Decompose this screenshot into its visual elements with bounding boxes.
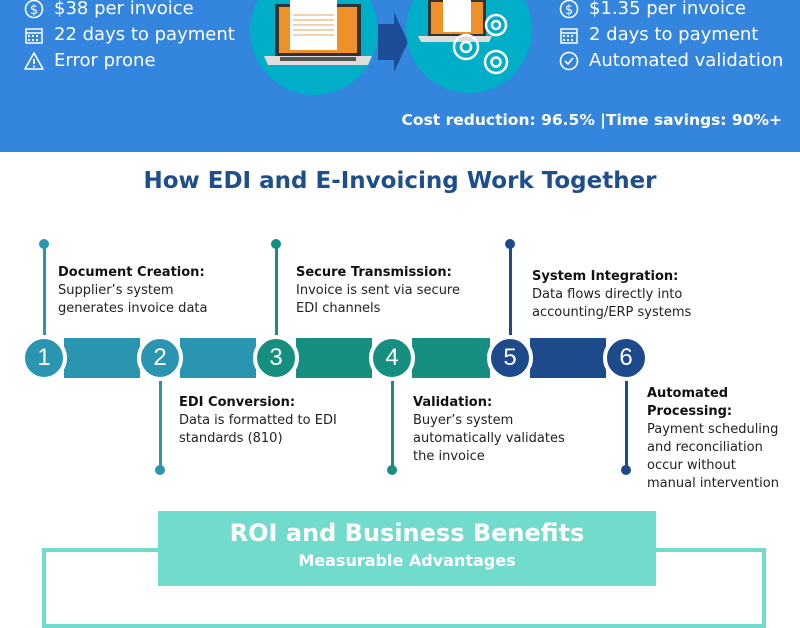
step-number-5: 5 (487, 335, 533, 381)
before-stat-days: 22 days to payment (24, 24, 235, 45)
step-number-4: 4 (369, 335, 415, 381)
after-stat-validation: Automated validation (559, 50, 783, 71)
step-number-1: 1 (21, 335, 67, 381)
before-stat-errors: Error prone (24, 50, 156, 71)
step-text: Data is formatted to EDI standards (810) (179, 413, 337, 446)
timeline-segment (530, 338, 606, 378)
timeline-segment (64, 338, 140, 378)
step-description: Secure Transmission: Invoice is sent via … (296, 264, 466, 318)
warning-icon (24, 51, 44, 70)
step-text: Buyer’s system automatically validates t… (413, 413, 565, 464)
automated-invoice-illustration (406, 0, 532, 93)
timeline-dot (155, 465, 165, 475)
step-number-3: 3 (253, 335, 299, 381)
step-title: Secure Transmission: (296, 265, 452, 280)
svg-text:$: $ (30, 3, 38, 18)
timeline-connector (624, 370, 628, 470)
step-text: Data flows directly into accounting/ERP … (532, 287, 692, 320)
timeline-segment (412, 338, 490, 378)
timeline-dot (39, 239, 49, 249)
calendar-icon (25, 27, 43, 44)
dollar-icon: $ (559, 0, 579, 18)
step-description: Document Creation: Supplier’s system gen… (58, 264, 218, 318)
after-stat-cost: $ $1.35 per invoice (559, 0, 746, 19)
step-title: Validation: (413, 395, 493, 410)
savings-summary: Cost reduction: 96.5% |Time savings: 90%… (401, 111, 782, 129)
arrow-right-icon (378, 12, 408, 72)
section-title: How EDI and E-Invoicing Work Together (143, 168, 657, 194)
step-text: Payment scheduling and reconciliation oc… (647, 422, 779, 491)
timeline-connector (274, 244, 278, 344)
timeline-connector (508, 244, 512, 344)
dollar-icon: $ (24, 0, 44, 18)
timeline-connector (390, 370, 394, 470)
after-stat-days: 2 days to payment (559, 24, 758, 45)
timeline-dot (387, 465, 397, 475)
step-description: Validation: Buyer’s system automatically … (413, 394, 573, 466)
timeline-dot (505, 239, 515, 249)
laptop-invoice-icon (264, 0, 372, 65)
step-title: System Integration: (532, 269, 679, 284)
timeline-connector (42, 244, 46, 344)
comparison-banner: $ $38 per invoice 22 days to payment Err… (0, 0, 800, 152)
manual-invoice-illustration (250, 0, 378, 95)
step-description: Automated Processing:Payment scheduling … (647, 385, 782, 493)
roi-title: ROI and Business Benefits (229, 519, 585, 547)
roi-header: ROI and Business Benefits Measurable Adv… (158, 511, 656, 586)
before-stat-cost: $ $38 per invoice (24, 0, 194, 19)
timeline-dot (271, 239, 281, 249)
step-description: System Integration: Data flows directly i… (532, 268, 702, 322)
step-text: Invoice is sent via secure EDI channels (296, 283, 460, 316)
step-number-6: 6 (603, 335, 649, 381)
timeline-segment (296, 338, 372, 378)
laptop-gears-icon (418, 0, 509, 75)
step-text: Supplier’s system generates invoice data (58, 283, 208, 316)
check-circle-icon (559, 51, 579, 70)
step-title: EDI Conversion: (179, 395, 296, 410)
timeline-dot (621, 465, 631, 475)
timeline-segment (180, 338, 256, 378)
roi-subtitle: Measurable Advantages (298, 551, 516, 570)
calendar-icon (560, 27, 578, 44)
step-description: EDI Conversion: Data is formatted to EDI … (179, 394, 349, 448)
step-number-2: 2 (137, 335, 183, 381)
step-title: Automated Processing: (647, 386, 733, 419)
timeline-connector (158, 370, 162, 470)
svg-text:$: $ (565, 3, 573, 18)
step-title: Document Creation: (58, 265, 205, 280)
